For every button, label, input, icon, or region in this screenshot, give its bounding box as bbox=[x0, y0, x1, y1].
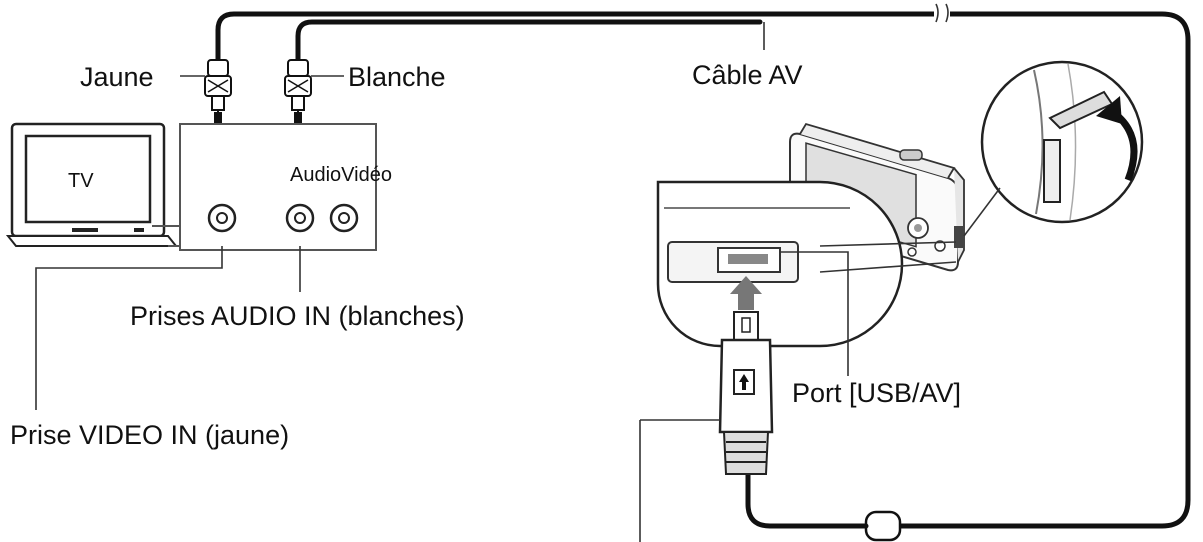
usb-av-connector bbox=[639, 311, 774, 542]
yellow-rca-plug bbox=[204, 59, 232, 118]
audio-in-label: Prises AUDIO IN (blanches) bbox=[130, 301, 465, 331]
video-in-label: Prise VIDEO IN (jaune) bbox=[10, 420, 289, 450]
cable-break-marker bbox=[934, 3, 950, 23]
tv-illustration bbox=[5, 122, 179, 247]
video-in-jack bbox=[207, 203, 237, 233]
white-rca-plug bbox=[284, 59, 312, 118]
tv-label: TV bbox=[68, 170, 94, 192]
port-cover-detail bbox=[963, 60, 1144, 237]
av-cable-label: Câble AV bbox=[692, 60, 803, 90]
yellow-plug-label: Jaune bbox=[80, 62, 154, 92]
usb-av-port-detail bbox=[656, 180, 957, 348]
audio-video-label: AudioVidéo bbox=[290, 164, 392, 186]
av-cable bbox=[215, 3, 1191, 542]
audio-in-jack-right bbox=[329, 203, 359, 233]
ferrite-core bbox=[864, 510, 902, 542]
usb-av-port-label: Port [USB/AV] bbox=[792, 378, 961, 408]
white-plug-label: Blanche bbox=[348, 62, 446, 92]
insert-arrow-usb bbox=[730, 276, 762, 310]
audio-in-jack-left bbox=[285, 203, 315, 233]
